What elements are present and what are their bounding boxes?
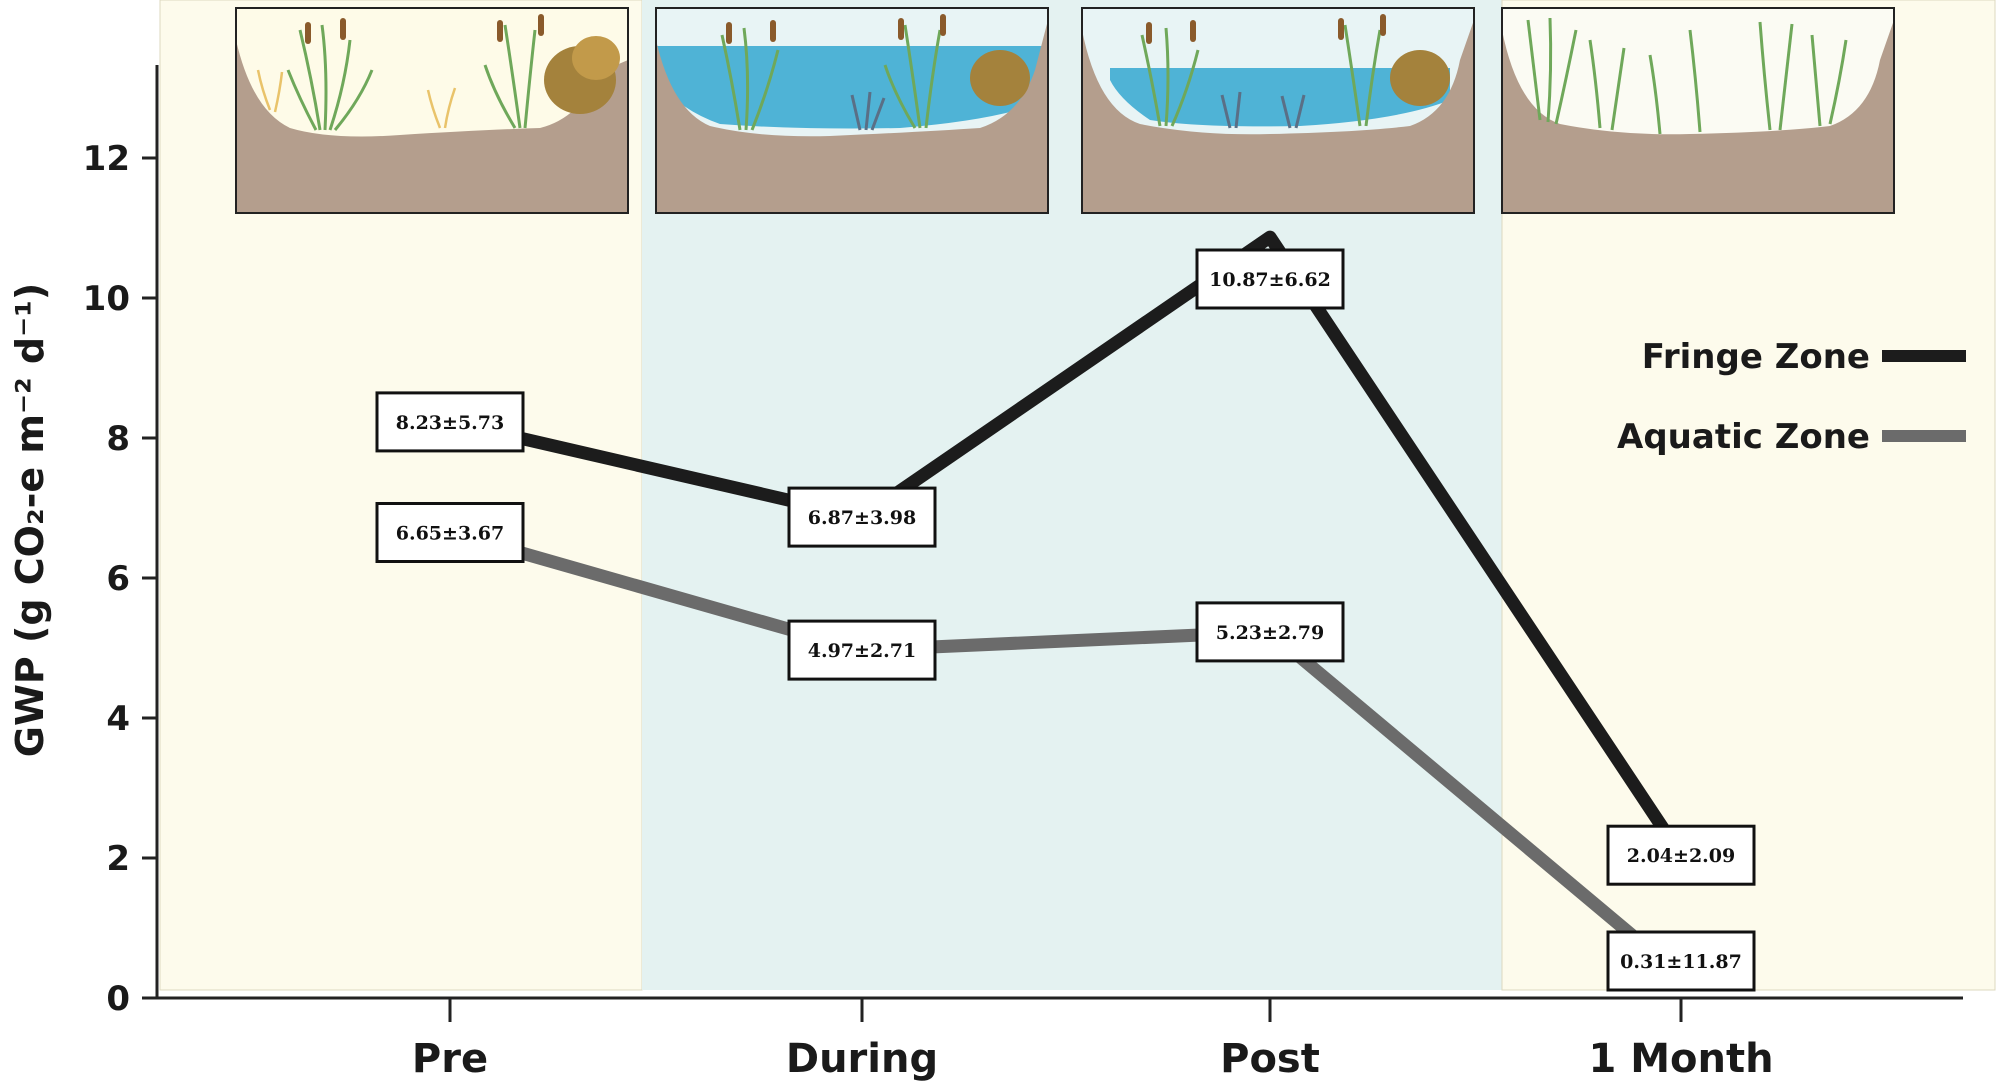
svg-text:0.31±11.87: 0.31±11.87 xyxy=(1620,951,1742,973)
illustration-frame-pre xyxy=(235,7,629,214)
data-label-aquatic: 6.65±3.67 xyxy=(375,502,525,563)
x-tick-label: Pre xyxy=(412,1036,488,1082)
legend-label-aquatic: Aquatic Zone xyxy=(1617,417,1870,457)
illustration-frame-1month xyxy=(1501,7,1895,214)
data-label-fringe: 2.04±2.09 xyxy=(1606,824,1756,886)
y-tick-label: 2 xyxy=(106,839,130,879)
y-tick-label: 12 xyxy=(83,139,130,179)
illustration-frame-post xyxy=(1081,7,1475,214)
data-label-aquatic: 0.31±11.87 xyxy=(1606,930,1756,992)
data-label-fringe: 6.87±3.98 xyxy=(787,486,937,548)
illustration-frame-during xyxy=(655,7,1049,214)
svg-text:8.23±5.73: 8.23±5.73 xyxy=(396,412,504,434)
x-tick-label: Post xyxy=(1220,1036,1320,1082)
data-label-aquatic: 5.23±2.79 xyxy=(1195,601,1345,663)
y-tick-label: 4 xyxy=(106,699,130,739)
wetland-post-illustration xyxy=(1082,8,1474,213)
legend: Fringe Zone Aquatic Zone xyxy=(1617,337,1966,457)
y-tick-label: 0 xyxy=(106,979,130,1019)
wetland-pre-illustration xyxy=(236,8,628,213)
svg-text:2.04±2.09: 2.04±2.09 xyxy=(1627,845,1735,867)
x-tick-label: 1 Month xyxy=(1588,1036,1773,1082)
svg-text:5.23±2.79: 5.23±2.79 xyxy=(1216,622,1324,644)
svg-text:6.87±3.98: 6.87±3.98 xyxy=(808,507,916,529)
y-tick-label: 10 xyxy=(83,279,130,319)
data-label-fringe: 10.87±6.62 xyxy=(1195,248,1345,310)
svg-text:6.65±3.67: 6.65±3.67 xyxy=(396,523,504,545)
series-line-aquatic xyxy=(448,526,1686,982)
series-line-fringe xyxy=(448,230,1687,859)
svg-text:4.97±2.71: 4.97±2.71 xyxy=(808,640,916,662)
data-label-aquatic: 4.97±2.71 xyxy=(787,619,937,681)
data-label-fringe: 8.23±5.73 xyxy=(375,391,525,453)
x-tick-label: During xyxy=(786,1036,938,1082)
y-axis-title: GWP (g CO₂-e m⁻² d⁻¹) xyxy=(8,283,52,757)
y-tick-label: 6 xyxy=(106,559,130,599)
y-tick-label: 8 xyxy=(106,419,130,459)
svg-text:10.87±6.62: 10.87±6.62 xyxy=(1209,269,1331,291)
legend-label-fringe: Fringe Zone xyxy=(1642,337,1870,377)
wetland-1month-illustration xyxy=(1502,8,1894,213)
wetland-during-illustration xyxy=(656,8,1048,213)
